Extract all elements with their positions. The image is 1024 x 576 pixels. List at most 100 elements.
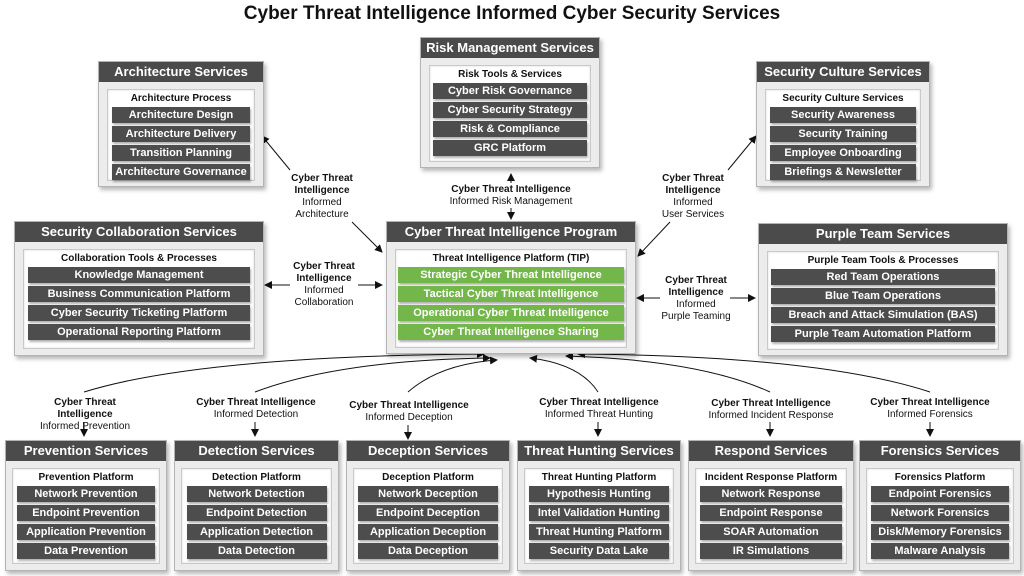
curve-detection — [254, 354, 491, 393]
prevention-services-panel: Prevention Services Prevention Platform … — [5, 440, 167, 571]
diagram-title: Cyber Threat Intelligence Informed Cyber… — [243, 3, 781, 24]
purple-team-services-title: Purple Team Services — [759, 224, 1007, 244]
deception-item: Endpoint Deception — [358, 505, 498, 521]
label-line: Informed Risk Management — [449, 196, 573, 207]
collaboration-item: Knowledge Management — [28, 267, 250, 283]
architecture-item: Transition Planning — [112, 145, 250, 161]
forensics-services-panel: Forensics Services Forensics Platform En… — [859, 440, 1021, 571]
label-line: Informed — [304, 285, 344, 296]
label-informed-deception: Cyber Threat Intelligence Informed Decep… — [348, 400, 470, 424]
label-line: Informed — [302, 197, 342, 208]
culture-subtitle: Security Culture Services — [782, 93, 904, 104]
deception-services-panel: Deception Services Deception Platform Ne… — [346, 440, 510, 571]
respond-item: Network Response — [700, 486, 842, 502]
label-informed-prevention: Cyber Threat Intelligence Informed Preve… — [26, 397, 144, 433]
cti-item: Operational Cyber Threat Intelligence — [398, 305, 624, 321]
label-line: User Services — [661, 209, 725, 220]
threat-hunting-services-title: Threat Hunting Services — [518, 441, 680, 461]
label-line: Cyber Threat Intelligence — [539, 397, 659, 408]
label-informed-incident-response: Cyber Threat Intelligence Informed Incid… — [702, 398, 840, 422]
label-line: Informed Forensics — [887, 409, 973, 420]
culture-item: Employee Onboarding — [770, 145, 916, 161]
label-line: Informed — [676, 299, 716, 310]
curve-forensics — [577, 350, 931, 393]
culture-item: Security Training — [770, 126, 916, 142]
detection-subtitle: Detection Platform — [212, 472, 301, 483]
culture-item: Security Awareness — [770, 107, 916, 123]
label-line: Purple Teaming — [661, 311, 731, 322]
label-line: Cyber Threat — [665, 275, 727, 286]
deception-item: Application Deception — [358, 524, 498, 540]
architecture-services-panel: Architecture Services Architecture Proce… — [98, 61, 264, 187]
label-informed-user-services: Cyber Threat Intelligence Informed User … — [650, 173, 736, 221]
deception-subtitle: Deception Platform — [382, 472, 474, 483]
curve-respond — [565, 352, 771, 393]
risk-item: Cyber Risk Governance — [433, 83, 587, 99]
forensics-item: Endpoint Forensics — [871, 486, 1009, 502]
label-line: Cyber Threat Intelligence — [451, 184, 571, 195]
architecture-item: Architecture Governance — [112, 164, 250, 180]
security-culture-services-panel: Security Culture Services Security Cultu… — [756, 61, 930, 187]
prevention-item: Network Prevention — [17, 486, 155, 502]
detection-item: Endpoint Detection — [186, 505, 327, 521]
tip-subtitle: Threat Intelligence Platform (TIP) — [432, 253, 590, 264]
security-collaboration-services-title: Security Collaboration Services — [15, 222, 263, 242]
label-line: Informed Threat Hunting — [544, 409, 654, 420]
purple-item: Red Team Operations — [771, 269, 995, 285]
label-informed-detection: Cyber Threat Intelligence Informed Detec… — [196, 397, 316, 421]
cti-item: Cyber Threat Intelligence Sharing — [398, 324, 624, 340]
cyber-threat-intelligence-program-panel: Cyber Threat Intelligence Program Threat… — [386, 221, 636, 354]
forensics-item: Network Forensics — [871, 505, 1009, 521]
prevention-item: Endpoint Prevention — [17, 505, 155, 521]
hunting-item: Security Data Lake — [529, 543, 669, 559]
deception-item: Data Deception — [358, 543, 498, 559]
label-line: Cyber Threat Intelligence — [349, 400, 469, 411]
label-informed-risk: Cyber Threat Intelligence Informed Risk … — [430, 184, 592, 208]
security-collaboration-services-panel: Security Collaboration Services Collabor… — [14, 221, 264, 356]
label-informed-collaboration: Cyber Threat Intelligence Informed Colla… — [282, 261, 366, 309]
cti-item: Tactical Cyber Threat Intelligence — [398, 286, 624, 302]
hunting-item: Intel Validation Hunting — [529, 505, 669, 521]
prevention-services-title: Prevention Services — [6, 441, 166, 461]
architecture-subtitle: Architecture Process — [130, 93, 232, 104]
deception-services-title: Deception Services — [347, 441, 509, 461]
respond-item: IR Simulations — [700, 543, 842, 559]
hunting-item: Threat Hunting Platform — [529, 524, 669, 540]
culture-item: Briefings & Newsletter — [770, 164, 916, 180]
label-informed-purple-teaming: Cyber Threat Intelligence Informed Purpl… — [652, 275, 740, 323]
label-line: Informed Detection — [213, 409, 299, 420]
collaboration-item: Operational Reporting Platform — [28, 324, 250, 340]
label-line: Informed Deception — [365, 412, 453, 423]
label-line: Intelligence — [668, 287, 724, 298]
collaboration-subtitle: Collaboration Tools & Processes — [61, 253, 217, 264]
hunting-item: Hypothesis Hunting — [529, 486, 669, 502]
risk-management-services-panel: Risk Management Services Risk Tools & Se… — [420, 37, 600, 168]
hunting-subtitle: Threat Hunting Platform — [541, 472, 657, 483]
arrow-architecture-out — [261, 135, 291, 171]
respond-item: Endpoint Response — [700, 505, 842, 521]
respond-subtitle: Incident Response Platform — [704, 472, 838, 483]
curve-prevention — [83, 350, 485, 393]
forensics-item: Disk/Memory Forensics — [871, 524, 1009, 540]
risk-management-services-title: Risk Management Services — [421, 38, 599, 58]
cti-program-title: Cyber Threat Intelligence Program — [387, 222, 635, 242]
label-line: Informed Prevention — [39, 421, 131, 432]
detection-item: Application Detection — [186, 524, 327, 540]
deception-item: Network Deception — [358, 486, 498, 502]
label-line: Cyber Threat Intelligence — [870, 397, 990, 408]
collaboration-item: Cyber Security Ticketing Platform — [28, 305, 250, 321]
respond-services-panel: Respond Services Incident Response Platf… — [688, 440, 854, 571]
label-line: Cyber Threat — [291, 173, 353, 184]
threat-hunting-services-panel: Threat Hunting Services Threat Hunting P… — [517, 440, 681, 571]
label-line: Intelligence — [294, 185, 350, 196]
forensics-subtitle: Forensics Platform — [894, 472, 986, 483]
prevention-item: Data Prevention — [17, 543, 155, 559]
risk-subtitle: Risk Tools & Services — [458, 69, 562, 80]
collaboration-item: Business Communication Platform — [28, 286, 250, 302]
architecture-services-title: Architecture Services — [99, 62, 263, 82]
detection-services-title: Detection Services — [175, 441, 338, 461]
purple-item: Breach and Attack Simulation (BAS) — [771, 307, 995, 323]
security-culture-services-title: Security Culture Services — [757, 62, 929, 82]
detection-services-panel: Detection Services Detection Platform Ne… — [174, 440, 339, 571]
label-line: Cyber Threat Intelligence — [54, 397, 116, 420]
